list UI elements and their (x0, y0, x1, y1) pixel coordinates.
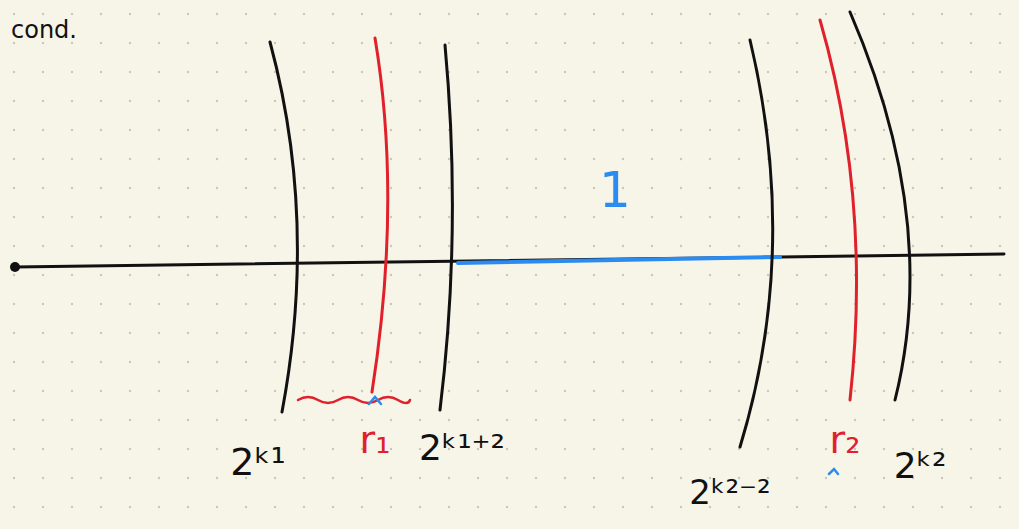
axis-label: r₁ (360, 421, 391, 459)
circle-arc (740, 40, 773, 447)
note-text: cond. (11, 18, 77, 42)
radius-arc (820, 20, 857, 400)
position-mark (369, 397, 381, 404)
range-brace (298, 397, 410, 403)
axis-label: 2ᵏ¹⁺² (419, 430, 505, 466)
axis-label: r₂ (830, 421, 861, 459)
circle-arc (270, 42, 297, 412)
axis-label: 2ᵏ²⁻² (689, 475, 770, 509)
axis-label: 2ᵏ² (894, 448, 947, 484)
unit-length: 1 (599, 165, 631, 215)
unit-segment (458, 257, 780, 263)
origin-dot (10, 262, 20, 272)
radius-arc (372, 38, 388, 392)
circle-arc (440, 45, 452, 410)
position-mark (829, 469, 838, 474)
axis-label: 2ᵏ¹ (230, 443, 286, 481)
circle-arc (850, 12, 910, 400)
